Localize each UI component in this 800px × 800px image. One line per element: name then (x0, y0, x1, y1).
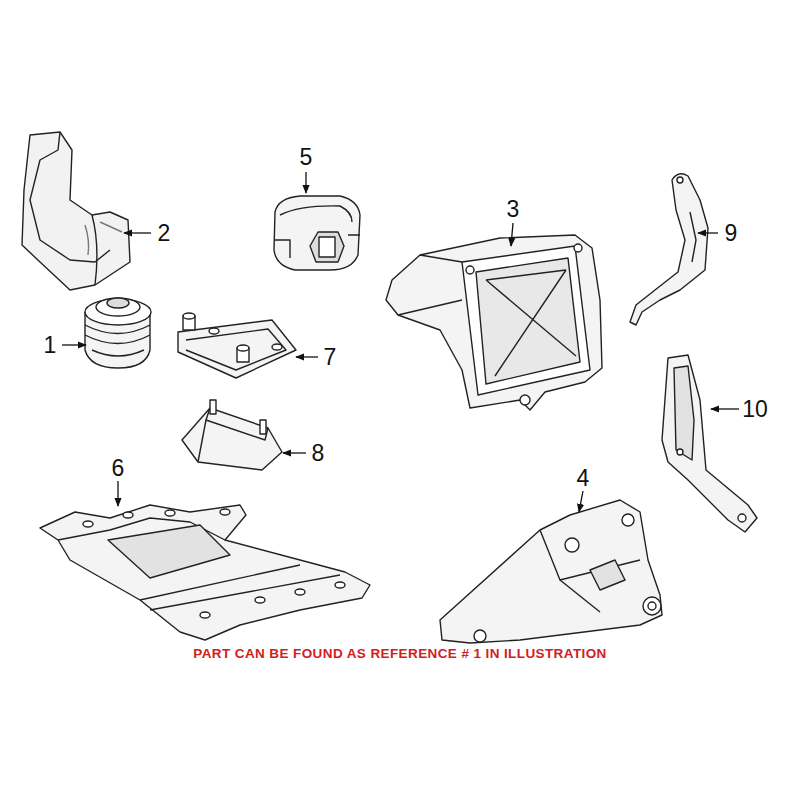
crossmember (40, 505, 370, 640)
leader-arrow (283, 452, 306, 453)
label-holder: 4 (577, 467, 590, 490)
leader-arrow (579, 491, 583, 512)
callout-number: 4 (577, 467, 590, 490)
label-holder: 6 (112, 457, 125, 480)
leader-arrows (62, 172, 739, 512)
leader-arrow (62, 344, 86, 345)
label-holder: 10 (742, 398, 768, 421)
label-holder: 2 (158, 222, 171, 245)
callout-number: 10 (742, 398, 768, 421)
leader-arrow (711, 408, 739, 409)
mount-plate (178, 313, 296, 378)
callout-number: 3 (507, 198, 520, 221)
callout-number: 9 (725, 222, 738, 245)
support-bracket (630, 174, 708, 325)
rubber-mount (85, 298, 151, 368)
leader-arrow (698, 232, 718, 233)
engine-bracket (386, 235, 602, 410)
label-holder: 3 (507, 198, 520, 221)
mount-bracket (182, 400, 282, 470)
leader-arrow (305, 172, 306, 193)
leader-arrow (124, 232, 151, 233)
callout-number: 5 (300, 146, 313, 169)
support-bracket (662, 355, 757, 532)
label-holder: 1 (44, 334, 57, 357)
mount-bushing (274, 196, 360, 270)
leader-arrow (296, 356, 318, 357)
label-holder: PART CAN BE FOUND AS REFERENCE # 1 IN IL… (191, 646, 609, 662)
engine-bracket (440, 500, 662, 643)
leader-arrow (511, 223, 513, 246)
label-holder: 8 (312, 442, 325, 465)
reference-note: PART CAN BE FOUND AS REFERENCE # 1 IN IL… (191, 646, 609, 662)
label-holder: 7 (324, 346, 337, 369)
callout-number: 6 (112, 457, 125, 480)
leader-arrow (117, 481, 118, 506)
callout-number: 2 (158, 222, 171, 245)
label-holder: 9 (725, 222, 738, 245)
label-holder: 5 (300, 146, 313, 169)
callout-number: 7 (324, 346, 337, 369)
heat-shield (22, 132, 130, 290)
callout-number: 1 (44, 334, 57, 357)
callout-number: 8 (312, 442, 325, 465)
